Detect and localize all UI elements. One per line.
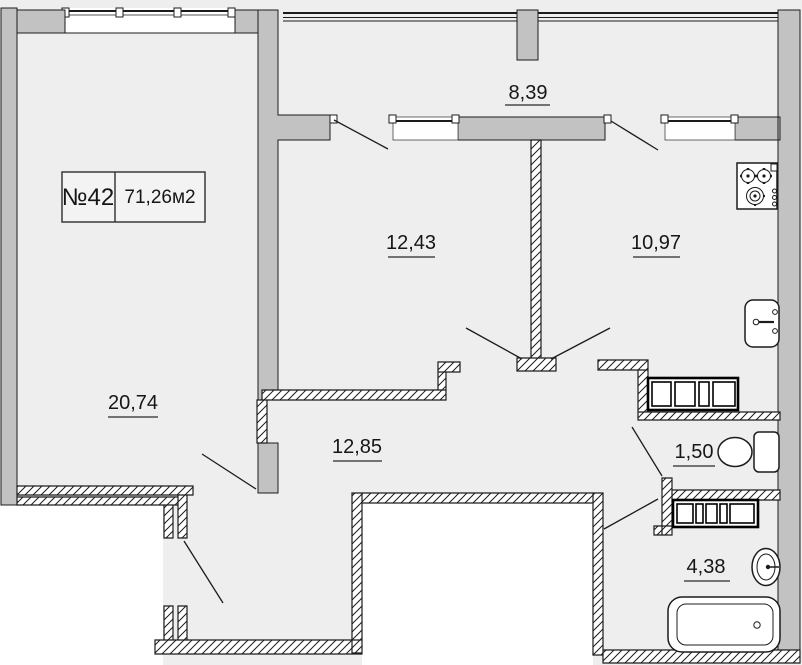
room-area-label: 12,43 [386,232,436,254]
burner-center [762,174,766,178]
window-jamb [451,114,460,124]
cabinet-box [651,381,672,407]
bathtub-inner [676,603,774,646]
cabinet-box [729,503,755,524]
bathroom-door-swing [603,498,659,530]
apartment-area: 71,26м2 [124,187,195,208]
toilet-icon [717,431,780,473]
bathtub-drain [753,621,761,629]
room-door-swing [465,327,523,360]
balcony-kitchen-door-swing [610,120,659,151]
window-mullion [115,7,124,18]
sink-basin [744,299,780,348]
bathroom-area-label: 4,38 [687,556,726,578]
apartment-label-frame [61,171,206,223]
stove-knob-panel [770,163,778,172]
window-mullion [173,7,182,18]
balcony-area-label: 8,39 [509,82,548,104]
window-mullion [227,7,236,18]
cabinet-box [674,381,696,407]
stove-knob [772,201,777,207]
sink-faucet [752,318,760,326]
hall-cabinets [671,498,760,529]
toilet-bowl [717,436,753,468]
stove-knob [772,195,777,200]
kitchen-door-swing [550,327,611,360]
room-labels: 8,39 12,43 10,97 20,74 12,85 1,50 4,38 [108,82,730,582]
window-jamb [730,114,739,124]
entrance-door-swing [183,540,224,604]
wc-area-label: 1,50 [675,441,714,463]
cabinet-box [695,503,704,524]
cabinet-box [712,381,736,407]
kitchen-area-label: 10,97 [631,232,681,254]
apartment-label-box: №42 71,26м2 [61,171,206,223]
bathtub-icon [667,596,781,653]
stairwell-void [0,505,163,665]
washbasin-icon [751,547,781,587]
apartment-number: №42 [62,184,114,211]
room-window [392,116,459,141]
burner-center [746,174,750,178]
stove-burner [740,168,756,184]
balcony-room-door-swing [333,119,389,150]
stove-icon [736,162,778,210]
washbasin-drain [765,564,771,570]
living-room-area-label: 20,74 [108,392,158,414]
cabinet-box [698,381,710,407]
adjacent-void [362,503,593,665]
window-sill [65,8,235,33]
door-swings [183,119,663,604]
window-jamb [388,114,397,124]
hallway-area-label: 12,85 [332,436,382,458]
cabinet-box [719,503,728,524]
burner-center [753,194,757,198]
door-jamb [603,114,612,124]
kitchen-sink-icon [744,299,780,348]
living-room-door-swing [201,453,257,490]
stove-burner-large [746,187,765,206]
kitchen-cabinets [646,376,740,412]
interior-windows [329,114,739,141]
sink-tap [772,328,778,334]
toilet-tank [753,431,780,473]
cabinet-box [705,503,718,524]
door-jamb [329,114,338,124]
stove-burner [756,168,772,184]
cabinet-box [676,503,694,524]
hatched-walls [16,139,801,664]
kitchen-window [664,116,736,141]
sink-tap [772,309,778,315]
stove-knob [772,188,777,194]
window-jamb [660,114,669,124]
living-room-window [61,7,236,34]
wc-door-swing [631,426,663,477]
